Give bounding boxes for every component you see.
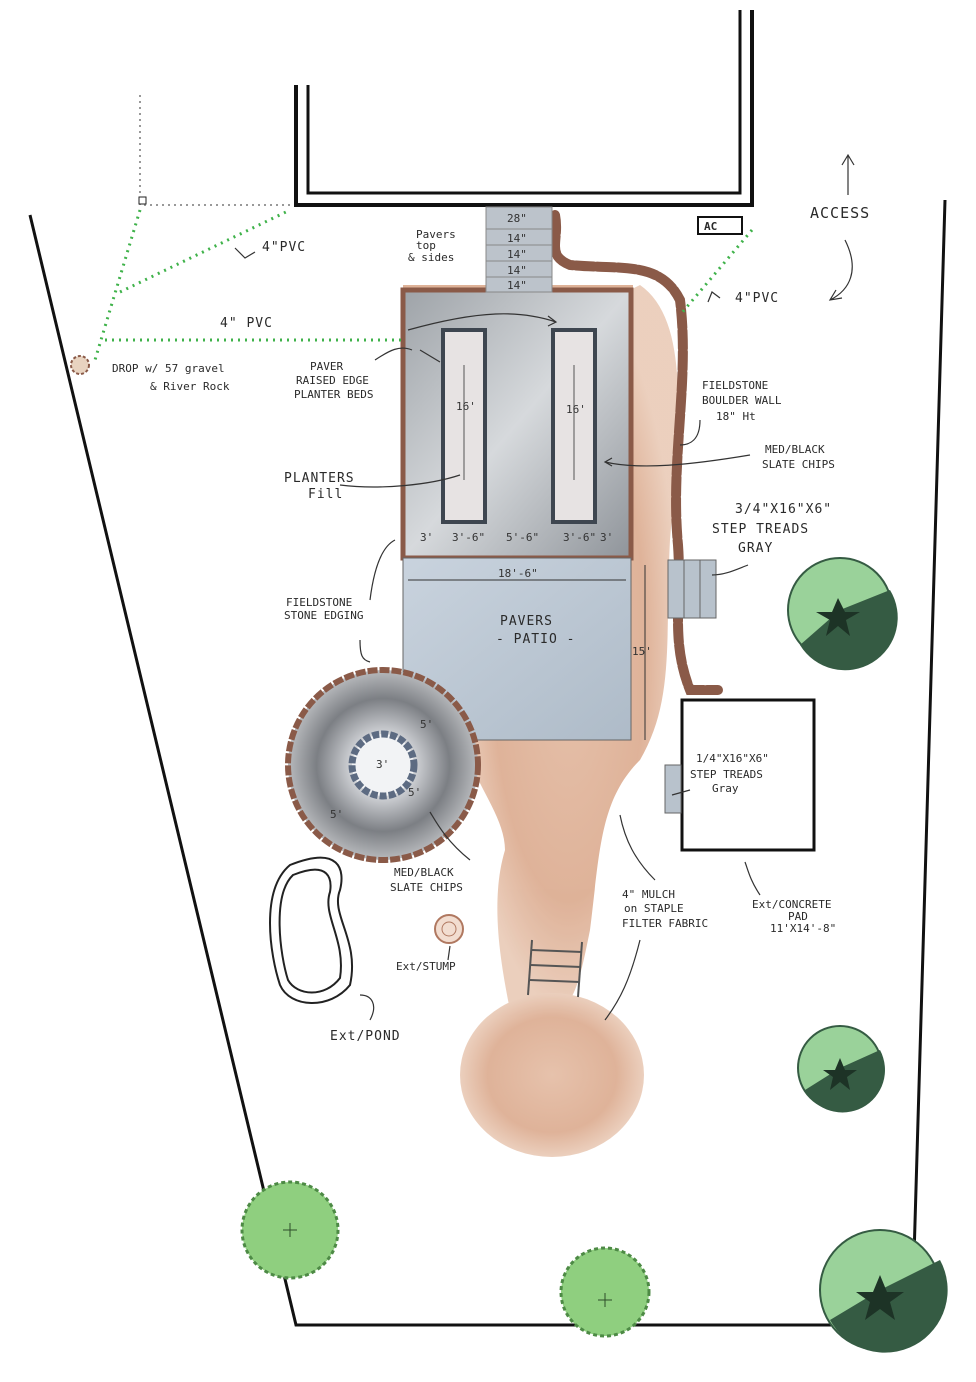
tread-bot-label-1: 1/4"X16"X6"	[696, 752, 769, 765]
pvc-left-label: 4" PVC	[220, 316, 273, 331]
pad-label-1: Ext/CONCRETE	[752, 898, 831, 911]
pad-label-3: 11'X14'-8"	[770, 922, 836, 935]
tread-top-label-1: 3/4"X16"X6"	[735, 502, 832, 517]
tread-top-label-2: STEP TREADS	[712, 522, 809, 537]
bed-right-dim: 16'	[566, 403, 586, 416]
entry-stairs	[485, 206, 553, 293]
shrub-1	[240, 1180, 340, 1280]
stump	[434, 914, 464, 944]
path-bridge	[527, 939, 583, 998]
access-label: ACCESS	[810, 204, 870, 222]
step-1-dim: 14"	[507, 232, 527, 245]
mulch-label-1: 4" MULCH	[622, 888, 675, 901]
step-3-dim: 14"	[507, 264, 527, 277]
drop-label-1: DROP w/ 57 gravel	[112, 362, 225, 375]
boulder-label-2: BOULDER WALL	[702, 394, 782, 407]
pond-label: Ext/POND	[330, 1029, 401, 1044]
pond	[269, 856, 353, 1004]
pavers-note-1: Pavers	[416, 228, 456, 241]
stairs-top-dim: 28"	[507, 212, 527, 225]
firepit-r3-dim: 5'	[330, 808, 343, 821]
slate-bot-label-1: MED/BLACK	[394, 866, 454, 879]
edge-dim-5: 3'	[600, 531, 613, 544]
patio-label-2: - PATIO -	[496, 632, 575, 647]
cleanout-marker	[138, 196, 147, 205]
mulch-label-2: on STAPLE	[624, 902, 684, 915]
tree-3	[819, 1229, 948, 1353]
step-treads-upper	[667, 559, 717, 619]
ac-unit	[697, 216, 743, 235]
firepit-r2-dim: 5'	[408, 786, 421, 799]
pavers-note-3: & sides	[408, 251, 454, 264]
pavers-note-2: top	[416, 239, 436, 252]
pvc-drain-lines	[93, 208, 754, 361]
patio-width-dim: 18'-6"	[498, 567, 538, 580]
planters-label-1: PLANTERS	[284, 471, 355, 486]
leader-arrows	[234, 153, 855, 1021]
tree-2	[797, 1025, 885, 1113]
concrete-pad	[680, 698, 816, 852]
pvc-right-label: 4"PVC	[735, 291, 779, 306]
planters-label-2: Fill	[308, 487, 343, 502]
firepit-center-dim: 3'	[376, 758, 389, 771]
paver-beds-label-3: PLANTER BEDS	[294, 388, 373, 401]
tread-bot-label-2: STEP TREADS	[690, 768, 763, 781]
step-2-dim: 14"	[507, 248, 527, 261]
stump-label: Ext/STUMP	[396, 960, 456, 973]
slate-top-label-2: SLATE CHIPS	[762, 458, 835, 471]
slate-top-label-1: MED/BLACK	[765, 443, 825, 456]
ac-label: AC	[704, 220, 717, 233]
edge-dim-1: 3'	[420, 531, 433, 544]
step-treads-lower	[664, 764, 682, 814]
house-outline	[294, 10, 754, 207]
edge-dim-2: 3'-6"	[452, 531, 485, 544]
tree-1	[787, 557, 898, 671]
step-4-dim: 14"	[507, 279, 527, 292]
gravel-drop	[70, 355, 90, 375]
firepit-r1-dim: 5'	[420, 718, 433, 731]
tread-bot-label-3: Gray	[712, 782, 739, 795]
property-marker-lines	[139, 95, 290, 206]
edge-dim-4: 3'-6"	[563, 531, 596, 544]
fieldstone-edge-label-1: FIELDSTONE	[286, 596, 352, 609]
tread-top-label-3: GRAY	[738, 541, 773, 556]
shrub-2	[559, 1246, 651, 1338]
pad-label-2: PAD	[788, 910, 808, 923]
boulder-label-1: FIELDSTONE	[702, 379, 768, 392]
slate-bot-label-2: SLATE CHIPS	[390, 881, 463, 894]
paver-beds-label-2: RAISED EDGE	[296, 374, 369, 387]
boulder-label-3: 18" Ht	[716, 410, 756, 423]
paver-beds-label-1: PAVER	[310, 360, 343, 373]
pvc-top-label: 4"PVC	[262, 240, 306, 255]
fieldstone-edge-label-2: STONE EDGING	[284, 609, 363, 622]
edge-dim-3: 5'-6"	[506, 531, 539, 544]
bed-left-dim: 16'	[456, 400, 476, 413]
mulch-label-3: FILTER FABRIC	[622, 917, 708, 930]
patio-depth-dim: 15'	[632, 645, 652, 658]
patio-label-1: PAVERS	[500, 614, 553, 629]
drop-label-2: & River Rock	[150, 380, 230, 393]
